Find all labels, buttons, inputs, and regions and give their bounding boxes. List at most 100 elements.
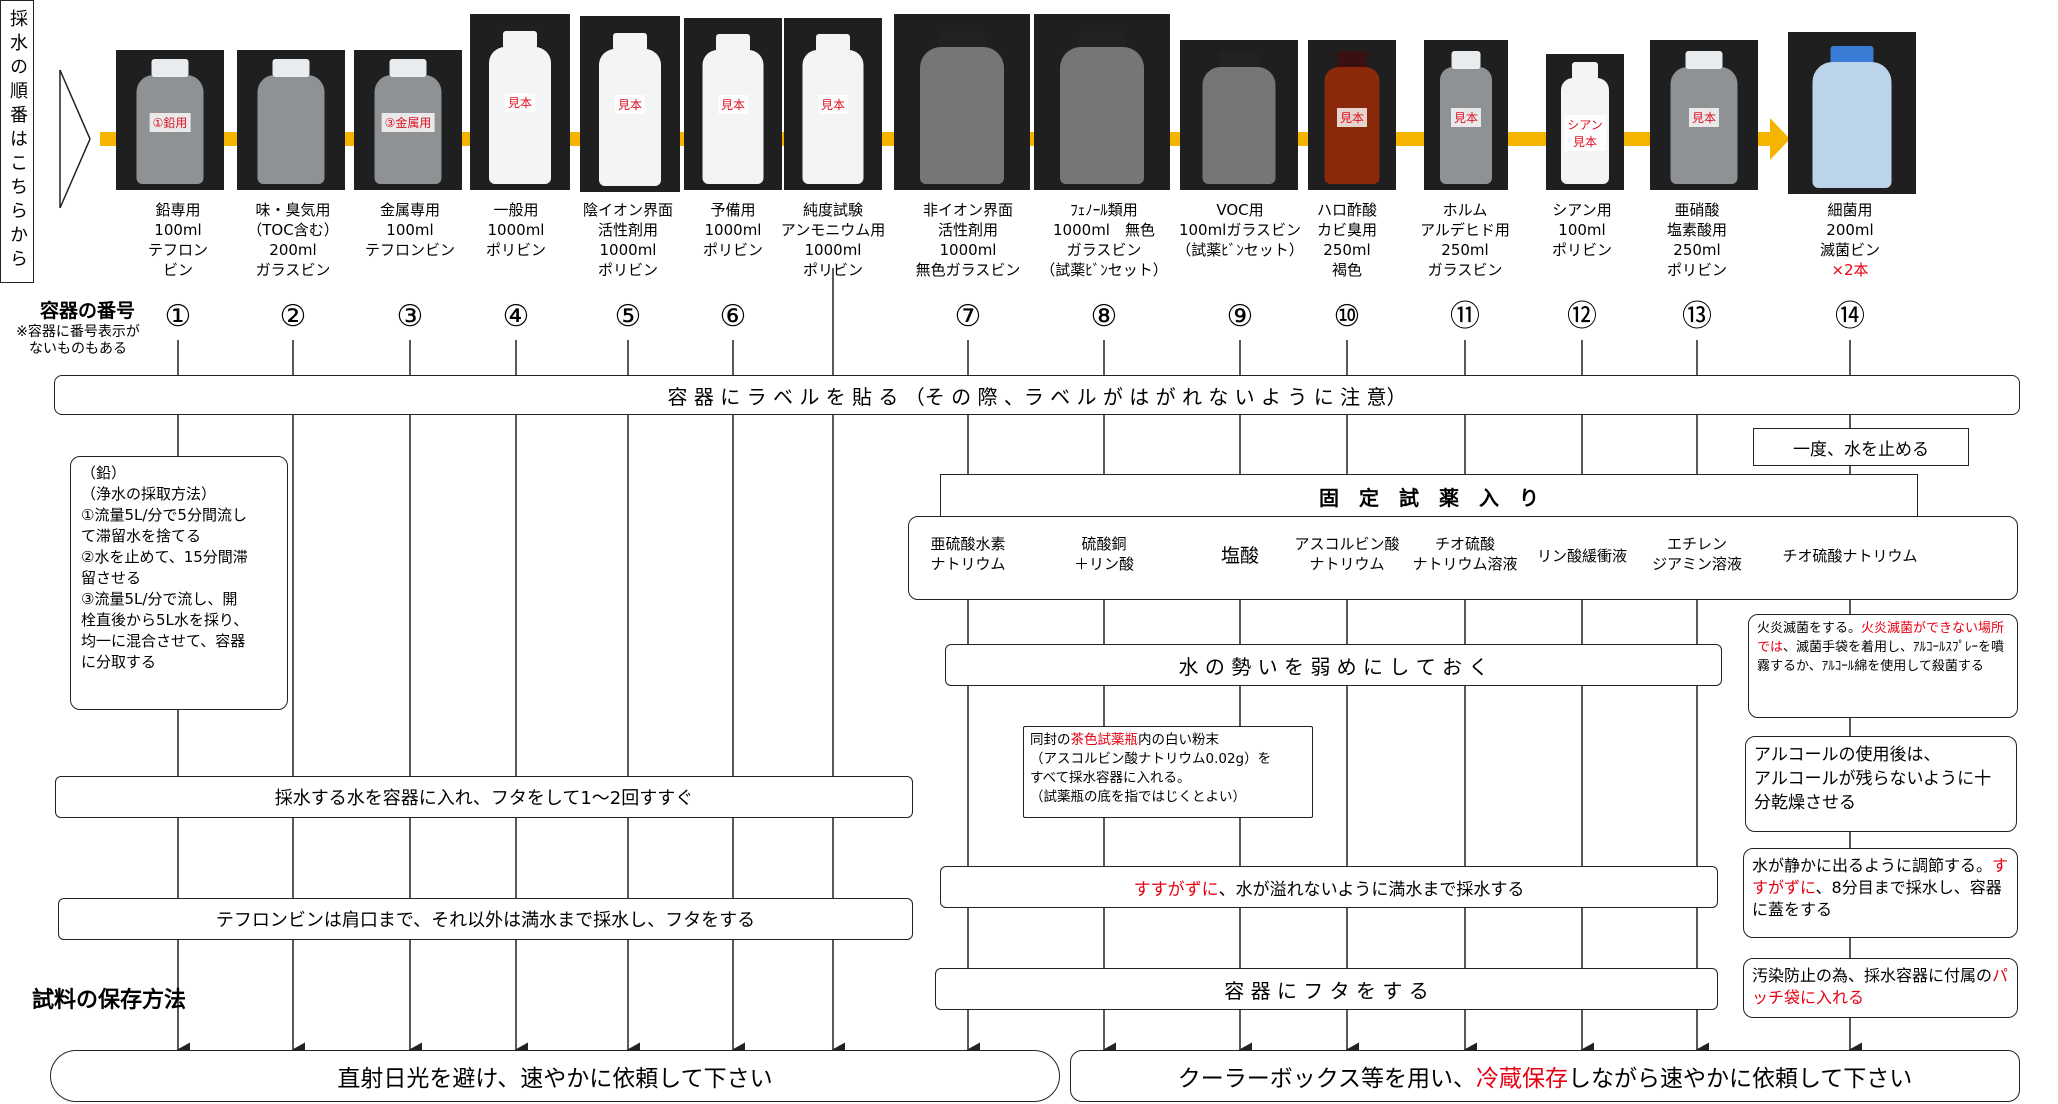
- bottle-photo-label: 見本: [1450, 108, 1482, 127]
- no-rinse-fill-bar: すすがずに、水が溢れないように満水まで採水する: [940, 866, 1718, 908]
- bottle-photo: [1034, 14, 1170, 190]
- ascorbate-powder-box: 同封の茶色試薬瓶内の白い粉末 （アスコルビン酸ナトリウム0.02g）を すべて採…: [1023, 726, 1313, 818]
- reagent-label: アスコルビン酸 ナトリウム: [1294, 535, 1400, 573]
- lead-method-box: （鉛） （浄水の採取方法） ①流量5L/分で5分間流し て滞留水を捨てる ②水を…: [70, 456, 288, 710]
- bottle-photo: ③金属用: [354, 50, 462, 190]
- container-number: ⑪: [1450, 299, 1480, 334]
- bottle-cap: [1572, 62, 1598, 80]
- cap-bar: 容 器 に フ タ を す る: [935, 968, 1718, 1010]
- bottle-photo-label: 見本: [717, 95, 749, 114]
- container-number: ⑬: [1682, 299, 1712, 334]
- reagent-label: リン酸緩衝液: [1536, 547, 1627, 565]
- container-number: ⑭: [1835, 299, 1865, 334]
- bacteria-fill-box: 水が静かに出るように調節する。すすがずに、8分目まで採水し、容器に蓋をする: [1743, 848, 2018, 938]
- bottle-cap: [272, 59, 310, 77]
- side-banner: 採水の順番はこちらから: [0, 0, 34, 283]
- bottle-photo-label: 見本: [1336, 108, 1368, 127]
- reagent-label: 硫酸銅 ＋リン酸: [1073, 535, 1134, 573]
- bottle-photo: ①鉛用: [116, 50, 224, 190]
- container-number: ⑦: [954, 299, 982, 334]
- bottle-photo-label: 見本: [504, 93, 536, 112]
- container-label: 金属専用 100ml テフロンビン: [364, 201, 455, 259]
- container-number: ⑧: [1090, 299, 1118, 334]
- storage-left-box: 直射日光を避け、速やかに依頼して下さい: [50, 1050, 1060, 1102]
- bottle-cap: [816, 34, 850, 52]
- bottle-photo: [894, 14, 1030, 190]
- label-bar: 容 器 に ラ ベ ル を 貼 る （そ の 際 、ラ ベ ル が は が れ …: [54, 375, 2020, 415]
- bottle-photo: [237, 50, 345, 190]
- bottle-cap: [716, 34, 750, 52]
- container-label: ホルム アルデヒド用 250ml ガラスビン: [1420, 201, 1510, 279]
- bottle-cap: [1079, 31, 1125, 49]
- teflon-fill-bar: テフロンビンは肩口まで、それ以外は満水まで採水し、フタをする: [58, 898, 913, 940]
- container-label: 非イオン界面 活性剤用 1000ml 無色ガラスビン: [915, 201, 1021, 279]
- bottle-cap: [939, 31, 985, 49]
- stop-water-box: 一度、水を止める: [1753, 428, 1969, 466]
- bottle-image: [1202, 67, 1276, 184]
- flame-sterilize-box: 火炎滅菌をする。火炎滅菌ができない場所では、滅菌手袋を着用し、ｱﾙｺｰﾙｽﾌﾟﾚ…: [1748, 614, 2018, 718]
- container-label: 味・臭気用 （TOC含む） 200ml ガラスビン: [247, 201, 339, 279]
- order-arrow-head: [1770, 118, 1790, 160]
- bottle-photo: 見本: [1650, 40, 1758, 190]
- bottle-image: [489, 47, 551, 184]
- container-number: ④: [502, 299, 530, 334]
- bottle-photo: 見本: [470, 14, 570, 190]
- bottle-photo: [1788, 32, 1916, 194]
- fixed-reagent-bar: 固 定 試 薬 入 り: [940, 474, 1918, 518]
- container-label: 細菌用 200ml 滅菌ビン×2本: [1765, 200, 1935, 280]
- storage-heading: 試料の保存方法: [32, 988, 187, 1013]
- container-label: 純度試験 アンモニウム用 1000ml ポリビン: [780, 201, 886, 279]
- container-label: 鉛専用 100ml テフロン ビン: [147, 201, 208, 279]
- bottle-image: [802, 50, 864, 184]
- bottle-photo: [1180, 40, 1298, 190]
- bottle-photo: 見本: [684, 18, 782, 190]
- bottle-image: [920, 47, 1004, 184]
- reagent-label: チオ硫酸 ナトリウム溶液: [1412, 535, 1518, 573]
- container-number: ⑨: [1226, 299, 1254, 334]
- storage-right-box: クーラーボックス等を用い、冷蔵保存しながら速やかに依頼して下さい: [1070, 1050, 2020, 1102]
- bottle-photo-label: シアン 見本: [1564, 115, 1606, 151]
- bottle-cap: [1337, 51, 1367, 69]
- bottle-photo-label: 見本: [614, 95, 646, 114]
- bottle-cap: [503, 31, 537, 49]
- container-number-note: ※容器に番号表示が ないものもある: [16, 324, 140, 357]
- bottle-cap: [1219, 51, 1259, 69]
- bottle-image: [1060, 47, 1144, 184]
- bottle-photo: 見本: [580, 16, 680, 192]
- bottle-cap: [1830, 46, 1874, 64]
- container-label: ハロ酢酸 カビ臭用 250ml 褐色: [1316, 201, 1377, 279]
- bottle-cap: [613, 33, 647, 51]
- bottle-photo: 見本: [784, 18, 882, 190]
- bottle-photo-label: 見本: [1688, 108, 1720, 127]
- container-label-note: ×2本: [1831, 261, 1869, 279]
- patch-bag-box: 汚染防止の為、採水容器に付属のパッチ袋に入れる: [1743, 958, 2018, 1018]
- container-number: ①: [164, 299, 192, 334]
- rinse-bar: 採水する水を容器に入れ、フタをして1～2回すすぐ: [55, 776, 913, 818]
- bottle-image: [1812, 62, 1892, 188]
- container-number: ⑥: [719, 299, 747, 334]
- weaken-flow-bar: 水 の 勢 い を 弱 め に し て お く: [945, 644, 1722, 686]
- bottle-photo-label: ③金属用: [381, 113, 435, 132]
- bottle-photo-label: ①鉛用: [149, 113, 191, 132]
- bottle-photo: 見本: [1424, 40, 1508, 190]
- container-number: ⑩: [1333, 299, 1361, 334]
- bottle-cap: [1685, 51, 1723, 69]
- side-banner-text: 採水の順番はこちらから: [7, 9, 28, 273]
- container-label: ﾌｪﾉｰﾙ類用 1000ml 無色 ガラスビン （試薬ﾋﾞﾝセット）: [1040, 201, 1168, 279]
- bottle-cap: [151, 59, 189, 77]
- bottle-photo: 見本: [1308, 40, 1396, 190]
- container-number: ⑤: [614, 299, 642, 334]
- container-label: シアン用 100ml ポリビン: [1551, 201, 1612, 259]
- container-number: ②: [279, 299, 307, 334]
- alcohol-dry-box: アルコールの使用後は、 アルコールが残らないように十 分乾燥させる: [1745, 736, 2017, 832]
- container-label: 一般用 1000ml ポリビン: [485, 201, 546, 259]
- reagent-label: エチレン ジアミン溶液: [1652, 535, 1742, 573]
- container-label: 予備用 1000ml ポリビン: [702, 201, 763, 259]
- bottle-photo-label: 見本: [817, 95, 849, 114]
- reagent-panel: [908, 516, 2018, 600]
- container-number: ⑫: [1567, 299, 1597, 334]
- bottle-image: [257, 75, 325, 184]
- reagent-label: 塩酸: [1220, 545, 1259, 567]
- reagent-label: チオ硫酸ナトリウム: [1782, 547, 1918, 565]
- container-number: ③: [396, 299, 424, 334]
